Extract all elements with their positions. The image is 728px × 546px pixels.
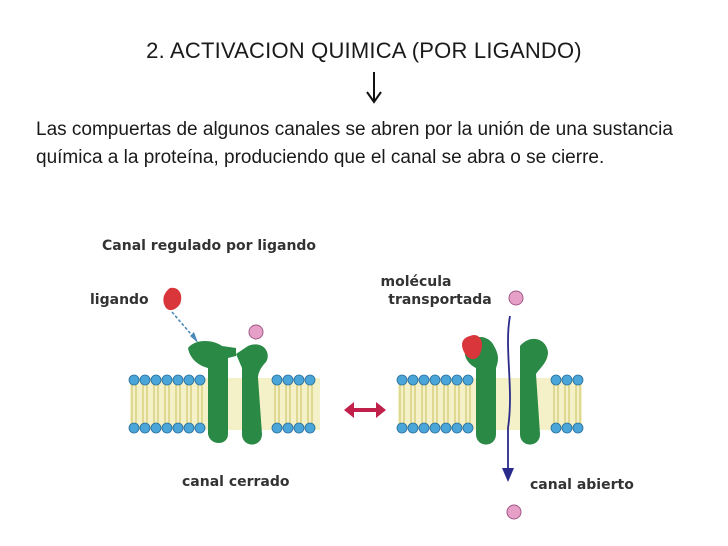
molecule-dot-top-right <box>508 290 524 306</box>
closed-channel-label: canal cerrado <box>182 474 290 490</box>
slide-body-text: Las compuertas de algunos canales se abr… <box>36 119 673 168</box>
bound-ligand-shape <box>462 334 483 360</box>
open-channel-protein <box>464 336 548 445</box>
double-arrow-icon <box>344 402 386 418</box>
open-channel-label: canal abierto <box>530 477 634 493</box>
molecule-dot-top-left <box>248 324 264 340</box>
ligand-arrow-icon <box>171 311 198 343</box>
diagram-caption: Canal regulado por ligando <box>102 238 316 254</box>
ligand-gated-channel-diagram: Canal regulado por ligando ligando moléc… <box>90 238 634 520</box>
closed-channel-protein <box>188 341 268 445</box>
down-arrow-icon <box>366 72 382 104</box>
ligand-shape <box>163 287 182 311</box>
molecule-label-2: transportada <box>388 292 492 308</box>
slide-title: 2. ACTIVACION QUIMICA (POR LIGANDO) <box>146 38 582 63</box>
molecule-label-1: molécula <box>380 274 451 290</box>
molecule-dot-bottom <box>506 504 522 520</box>
ligand-label: ligando <box>90 292 149 308</box>
flow-arrow-icon <box>502 315 514 482</box>
